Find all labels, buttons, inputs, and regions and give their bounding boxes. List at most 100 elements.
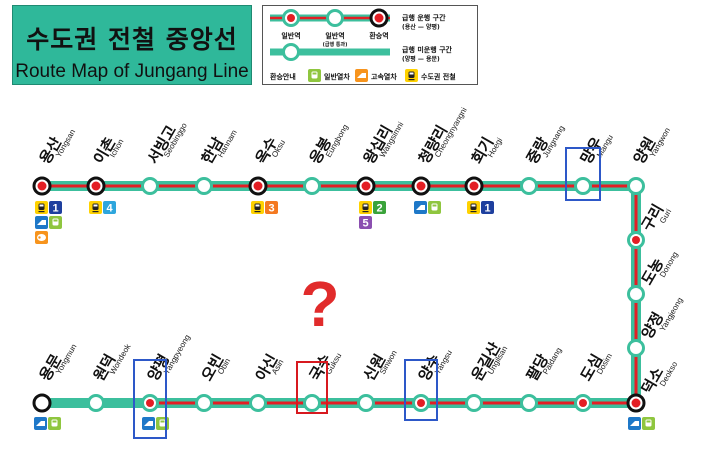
station-cheongnyangni-badge-0 [414,201,427,214]
bus-icon [37,234,46,241]
station-marker-center [417,399,425,407]
legend-subway-icon [405,69,418,82]
subway-icon [362,203,369,213]
legend-label-transfer: 환승역 [369,31,388,40]
station-yongsan-badge-3 [49,216,62,229]
station-paldang [520,394,538,412]
legend-station-normal [282,9,300,27]
station-deokso-badge-0 [628,417,641,430]
station-deokso-badge-1 [642,417,655,430]
legend-local-label: 급행 미운행 구간 [402,45,453,54]
ktx-icon [357,73,366,78]
station-marker [249,394,267,412]
subway-icon [470,203,477,213]
station-marker [141,177,159,195]
station-marker-center [469,181,479,191]
train-icon [51,419,58,427]
station-yangpyeong-badge-1 [156,417,169,430]
line-number-badge: 3 [268,203,274,215]
line-number-badge: 4 [106,203,113,215]
legend-station-transfer [369,8,389,28]
line-number-badge: 1 [484,203,490,215]
line-number-badge-bg [373,201,386,214]
station-cheongnyangni-badge-1 [428,201,441,214]
station-obin [195,394,213,412]
legend-transfer-subway-icon: 수도권 전철 [421,72,456,81]
station-ungilsan [465,394,483,412]
highlight-box-yangpyeong [133,359,167,439]
line-number-badge-bg [103,201,116,214]
station-eungbong [303,177,321,195]
station-marker [357,394,375,412]
station-marker-center [361,181,371,191]
station-marker-center [374,13,384,23]
ktx-icon [630,421,639,426]
station-wangsimni-badge-1: 2 [373,201,386,215]
station-yongmun-badge-0 [34,417,47,430]
ktx-icon [416,205,425,210]
legend-local-sub: (양평 — 용문) [402,55,440,63]
station-dosim [574,394,592,412]
train-icon [431,203,438,211]
station-oksu-badge-1: 3 [265,201,278,215]
question-mark: ? [300,268,339,340]
station-marker-center [37,181,47,191]
station-marker [574,177,592,195]
highlight-box-mangu [565,147,601,201]
line-number-badge-bg [481,201,494,214]
station-yongsan-badge-1: 1 [49,201,62,215]
station-marker [195,394,213,412]
station-asin [249,394,267,412]
train-icon [311,71,318,79]
station-yangpyeong-badge-0 [142,417,155,430]
station-marker-center [579,399,587,407]
train-icon [52,218,59,226]
station-hoegi-badge-0 [467,201,480,214]
title-english: Route Map of Jungang Line [15,61,249,82]
station-oksu-badge-0 [251,201,264,214]
station-wangsimni-badge-2: 5 [359,216,372,230]
station-cheongnyangni [411,176,431,196]
title-korean: 수도권 전철 중앙선 [26,25,238,54]
train-icon [159,419,166,427]
legend-label-pass: 일반역 [325,31,344,40]
line-number-badge: 1 [52,203,58,215]
station-wangsimni-badge-0 [359,201,372,214]
station-marker [520,177,538,195]
station-marker [520,394,538,412]
station-yongsan-badge-0 [35,201,48,214]
line-number-badge-bg [265,201,278,214]
station-marker [282,43,300,61]
line-number-badge-bg [49,201,62,214]
legend-sub-pass: (급행 통과) [323,41,348,48]
station-sinwon [357,394,375,412]
station-mangu [574,177,592,195]
legend-transfer-train-icon: 일반열차 [324,72,350,81]
subway-icon [254,203,261,213]
station-jungnang [520,177,538,195]
station-ichon-badge-0 [89,201,102,214]
legend-train-icon [308,69,321,82]
station-marker [465,394,483,412]
station-yongsan-badge-4 [35,231,48,244]
station-yangsu [412,394,430,412]
station-hoegi-badge-1: 1 [481,201,494,215]
legend-transfer-ktx-icon: 고속열차 [371,72,397,81]
station-marker [303,394,321,412]
station-donong [627,285,645,303]
line-number-badge: 5 [362,218,368,230]
legend-station-local [282,43,300,61]
station-marker-center [146,399,154,407]
legend-transfer-guide: 환승안내 [270,72,296,81]
legend-express-sub: (용산 — 양평) [402,23,440,31]
station-yongsan-badge-2 [35,216,48,229]
station-marker [87,394,105,412]
station-marker-center [631,398,641,408]
station-marker-center [91,181,101,191]
station-wondeok [87,394,105,412]
ktx-icon [36,421,45,426]
station-yangjeong-en: Yangjeong [658,296,685,333]
highlight-box-yangsu [404,359,438,421]
ktx-icon [37,220,46,225]
